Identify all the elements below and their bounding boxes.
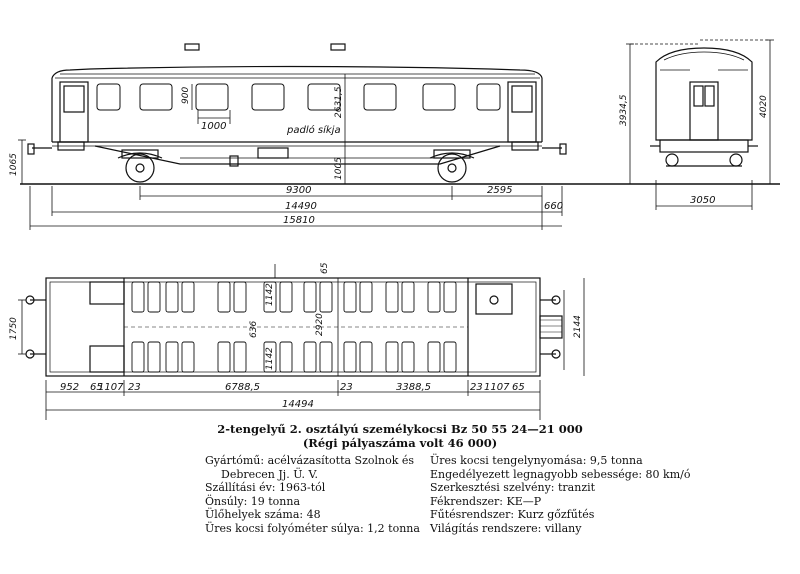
dim-14494: 14494 bbox=[282, 399, 314, 410]
spec-right-3: Fékrendszer: KE—P bbox=[430, 494, 542, 508]
side-view-wheelsets bbox=[117, 149, 475, 183]
dim-23-c: 23 bbox=[470, 382, 483, 393]
side-view-underframe bbox=[27, 141, 567, 167]
dim-65-left: 65 bbox=[90, 382, 103, 393]
dim-14490: 14490 bbox=[285, 201, 317, 212]
plan-view-seats bbox=[131, 281, 457, 373]
dim-2595: 2595 bbox=[487, 185, 512, 196]
plan-dimension-labels: 1750 1142 636 1142 2920 2144 65 952 65 1… bbox=[9, 262, 583, 410]
dim-15810: 15810 bbox=[283, 215, 315, 226]
specs-right: Üres kocsi tengelynyomása: 9,5 tonna Eng… bbox=[430, 454, 690, 536]
caption: 2-tengelyű 2. osztályú személykocsi Bz 5… bbox=[0, 422, 800, 450]
spec-left-0: Gyártómű: acélvázasította Szolnok és bbox=[205, 454, 415, 467]
dim-23-a: 23 bbox=[128, 382, 141, 393]
end-view-car bbox=[650, 47, 758, 167]
dim-2631-5: 2631,5 bbox=[334, 86, 344, 118]
dim-3934-5: 3934,5 bbox=[619, 94, 629, 126]
caption-title: 2-tengelyű 2. osztályú személykocsi Bz 5… bbox=[217, 422, 583, 436]
dim-1065: 1065 bbox=[9, 153, 19, 176]
dim-65-right: 65 bbox=[512, 382, 525, 393]
dim-636: 636 bbox=[249, 321, 259, 338]
dim-3050: 3050 bbox=[690, 195, 715, 206]
dim-1750: 1750 bbox=[9, 317, 19, 340]
spec-left-5: Üres kocsi folyóméter súlya: 1,2 tonna bbox=[205, 521, 420, 535]
dim-1142-top: 1142 bbox=[265, 283, 275, 306]
dim-4020: 4020 bbox=[759, 95, 769, 118]
caption-subtitle: (Régi pályaszáma volt 46 000) bbox=[302, 436, 498, 450]
dim-1107-right: 1107 bbox=[484, 382, 510, 393]
specs-left: Gyártómű: acélvázasította Szolnok és Deb… bbox=[205, 454, 420, 536]
spec-right-5: Világítás rendszere: villany bbox=[430, 521, 582, 535]
dim-1142-bottom: 1142 bbox=[265, 347, 275, 370]
spec-right-2: Szerkesztési szelvény: tranzit bbox=[430, 481, 596, 495]
dim-1107-left: 1107 bbox=[98, 382, 124, 393]
side-dimension-labels: 1065 900 2631,5 3934,5 4020 1005 1000 93… bbox=[9, 86, 769, 226]
dim-2920: 2920 bbox=[315, 313, 325, 336]
plan-view-car-body bbox=[25, 277, 563, 377]
floor-label: padló síkja bbox=[286, 124, 341, 136]
dim-900: 900 bbox=[181, 87, 191, 104]
spec-right-4: Fűtésrendszer: Kurz gőzfűtés bbox=[430, 508, 595, 522]
spec-left-3: Önsúly: 19 tonna bbox=[205, 494, 301, 508]
dim-23-b: 23 bbox=[340, 382, 353, 393]
dim-9300: 9300 bbox=[286, 185, 311, 196]
dim-952: 952 bbox=[60, 382, 79, 393]
side-view-dimensions bbox=[18, 39, 774, 230]
spec-right-1: Engedélyezett legnagyobb sebessége: 80 k… bbox=[430, 467, 691, 481]
spec-right-0: Üres kocsi tengelynyomása: 9,5 tonna bbox=[430, 454, 643, 467]
dim-3388-5: 3388,5 bbox=[396, 382, 431, 393]
side-view-windows bbox=[96, 83, 501, 111]
spec-left-2: Szállítási év: 1963-tól bbox=[205, 481, 326, 495]
spec-left-1: Debrecen Jj. Ü. V. bbox=[221, 467, 318, 481]
dim-2144: 2144 bbox=[573, 315, 583, 338]
dim-660: 660 bbox=[544, 201, 563, 212]
plan-view-dimensions bbox=[18, 264, 585, 420]
spec-left-4: Ülőhelyek száma: 48 bbox=[205, 508, 321, 522]
dim-1005: 1005 bbox=[334, 157, 344, 180]
dim-1000: 1000 bbox=[201, 121, 226, 132]
dim-6788-5: 6788,5 bbox=[225, 382, 260, 393]
dim-65-top: 65 bbox=[320, 262, 330, 274]
